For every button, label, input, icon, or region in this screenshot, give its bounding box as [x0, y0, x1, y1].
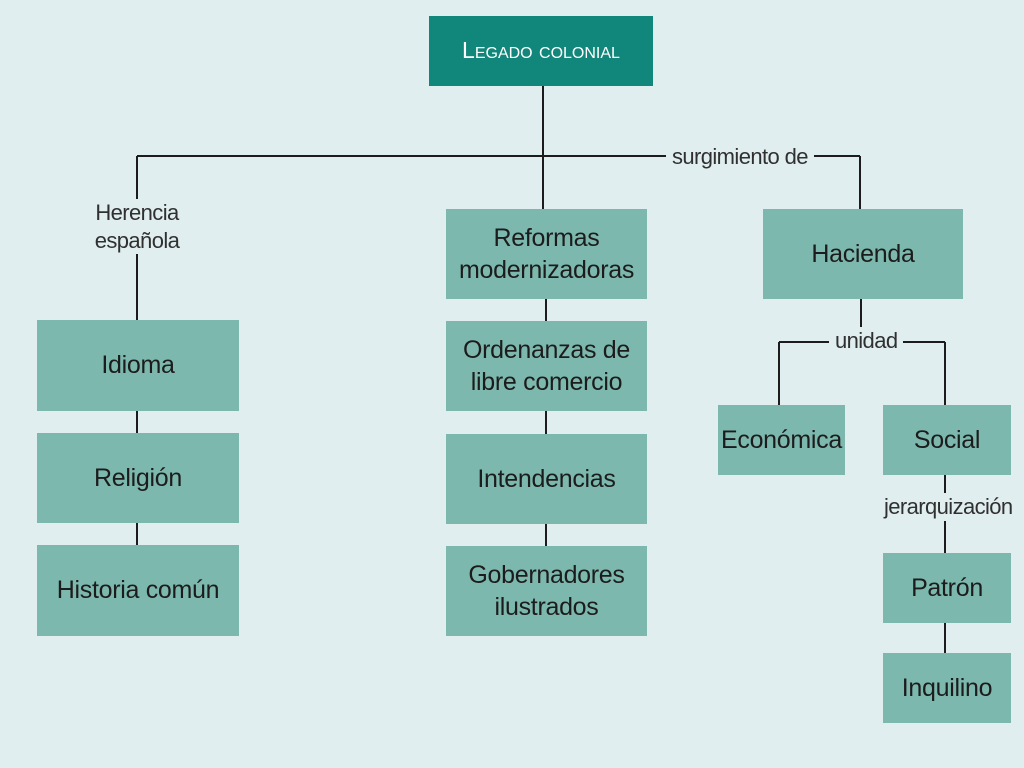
node-patron: Patrón: [883, 553, 1011, 623]
node-intendencias-label: Intendencias: [477, 464, 616, 493]
node-social: Social: [883, 405, 1011, 475]
node-hacienda: Hacienda: [763, 209, 963, 299]
node-religion-label: Religión: [94, 463, 182, 492]
label-jerarquizacion: jerarquización: [884, 493, 1013, 521]
node-religion: Religión: [37, 433, 239, 523]
node-social-label: Social: [913, 425, 981, 454]
node-idioma-label: Idioma: [101, 351, 175, 380]
node-reformas: Reformas modernizadoras: [446, 209, 647, 299]
node-ordenanzas-label: Ordenanzas de libre comercio: [462, 335, 631, 397]
label-herencia: Herencia española: [90, 199, 184, 254]
node-historia-comun-label: Historia común: [56, 576, 220, 605]
node-gobernadores: Gobernadores ilustrados: [446, 546, 647, 636]
label-surgimiento: surgimiento de: [666, 143, 814, 171]
node-gobernadores-label: Gobernadores ilustrados: [468, 560, 625, 622]
node-intendencias: Intendencias: [446, 434, 647, 524]
title-box: Legado colonial: [429, 16, 653, 86]
node-inquilino: Inquilino: [883, 653, 1011, 723]
node-hacienda-label: Hacienda: [811, 239, 915, 268]
label-unidad: unidad: [829, 327, 904, 355]
node-economica: Económica: [718, 405, 845, 475]
title-text: Legado colonial: [462, 37, 620, 64]
node-patron-label: Patrón: [911, 573, 983, 602]
node-inquilino-label: Inquilino: [901, 673, 993, 702]
node-historia-comun: Historia común: [37, 545, 239, 636]
node-reformas-label: Reformas modernizadoras: [458, 223, 635, 285]
node-ordenanzas: Ordenanzas de libre comercio: [446, 321, 647, 411]
node-idioma: Idioma: [37, 320, 239, 411]
node-economica-label: Económica: [721, 425, 842, 454]
